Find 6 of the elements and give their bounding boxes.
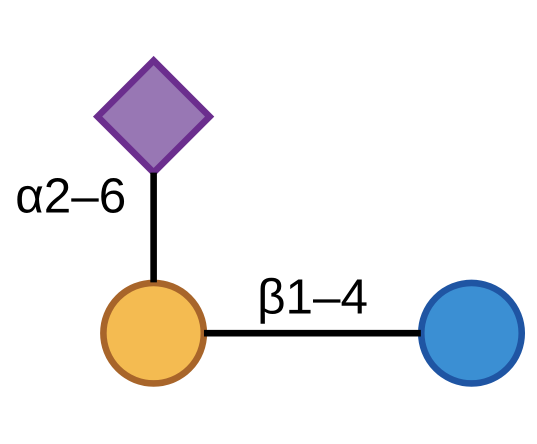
connector <box>150 172 157 282</box>
node-circle <box>100 280 208 387</box>
connector <box>204 330 421 336</box>
edge-label: α2–6 <box>15 168 126 224</box>
edge-label: β1–4 <box>257 269 368 324</box>
node-circle <box>418 280 526 387</box>
